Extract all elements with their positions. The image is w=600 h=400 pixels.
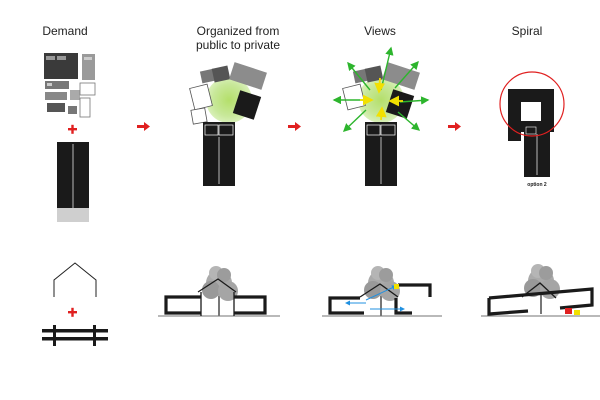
title-spiral: Spiral	[511, 24, 543, 38]
demand-table-section	[42, 325, 108, 346]
views-yellow-arrows	[360, 77, 403, 121]
title-organized-line2: public to private	[195, 38, 281, 52]
step-arrow-1	[137, 122, 150, 131]
demand-house-section	[53, 262, 97, 297]
organized-section	[158, 266, 280, 317]
views-section	[322, 266, 442, 317]
demand-house-plan	[57, 142, 89, 222]
views-plan	[342, 62, 420, 186]
title-organized: Organized from public to private	[180, 24, 296, 52]
tree-graphic	[524, 264, 560, 314]
spiral-section	[481, 264, 600, 317]
spiral-caption: option 2	[527, 182, 547, 188]
tree-graphic	[202, 266, 238, 316]
demand-plus-bottom	[68, 307, 77, 317]
organized-plan	[189, 62, 267, 186]
step-arrow-3	[448, 122, 461, 131]
demand-program-blocks	[44, 53, 96, 118]
demand-plus-top	[68, 124, 77, 134]
title-organized-line1: Organized from	[196, 24, 280, 38]
title-views: Views	[364, 24, 396, 38]
step-arrow-2	[288, 122, 301, 131]
spiral-plan: option 2	[499, 71, 565, 188]
title-demand: Demand	[42, 24, 88, 38]
